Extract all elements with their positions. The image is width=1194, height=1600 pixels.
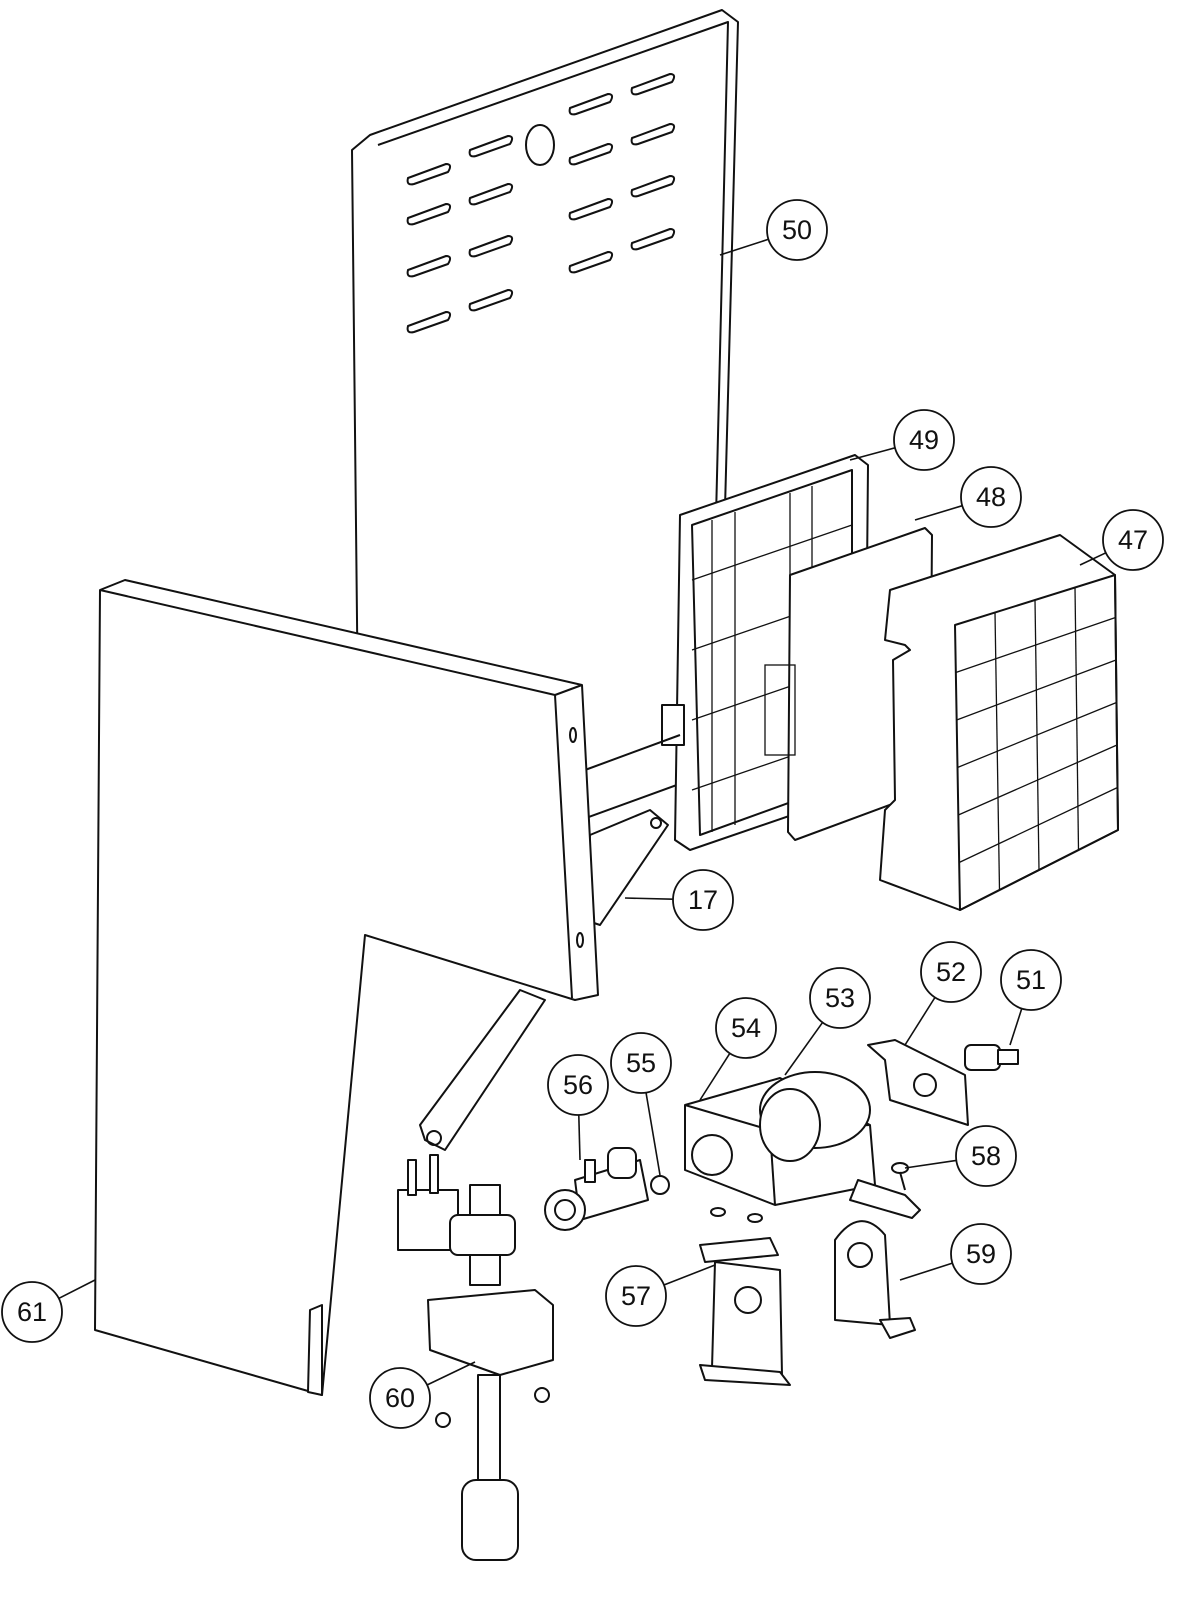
leader-line: [426, 1361, 476, 1386]
callout-17: 17: [624, 869, 734, 931]
callout-circle: [920, 941, 982, 1003]
leader-line: [663, 1264, 716, 1286]
callout-number: 47: [1118, 525, 1148, 555]
callout-57: 57: [605, 1264, 716, 1327]
part-60-valve: [397, 1154, 554, 1561]
callout-circle: [766, 199, 828, 261]
callout-59: 59: [899, 1223, 1012, 1285]
leader-line: [624, 897, 674, 901]
callout-51: 51: [1000, 949, 1062, 1046]
callout-number: 55: [626, 1048, 656, 1078]
callout-number: 58: [971, 1141, 1001, 1171]
part-59-bracket: [834, 1220, 916, 1339]
vent-slot: [630, 175, 676, 198]
callout-number: 60: [385, 1383, 415, 1413]
part-61-front-panel: [94, 579, 599, 1396]
callout-53: 53: [784, 967, 871, 1076]
leader-line: [914, 504, 963, 521]
callout-number: 50: [782, 215, 812, 245]
callout-number: 17: [688, 885, 718, 915]
vent-slot: [468, 235, 514, 258]
vent-slot: [568, 93, 614, 116]
leader-line: [1009, 1008, 1023, 1046]
callout-number: 54: [731, 1013, 761, 1043]
callout-48: 48: [914, 466, 1022, 528]
callout-circle: [960, 466, 1022, 528]
vent-slot: [630, 73, 676, 96]
part-55-o-ring: [650, 1175, 670, 1195]
leader-line: [578, 1114, 581, 1161]
part-51-terminal: [964, 1044, 1019, 1071]
part-52-bracket: [849, 1039, 969, 1219]
callout-number: 61: [17, 1297, 47, 1327]
callout-number: 53: [825, 983, 855, 1013]
part-54-solenoid-housing: [684, 1071, 876, 1206]
callout-54: 54: [699, 997, 777, 1101]
vent-slot: [406, 311, 452, 334]
leader-line: [58, 1279, 96, 1300]
callout-61: 61: [1, 1279, 96, 1343]
part-56-fitting: [544, 1147, 670, 1231]
leader-line: [719, 238, 769, 256]
callout-circle: [950, 1223, 1012, 1285]
callout-number: 57: [621, 1281, 651, 1311]
callout-number: 52: [936, 957, 966, 987]
callout-circle: [1000, 949, 1062, 1011]
callout-circle: [809, 967, 871, 1029]
leader-line: [1079, 552, 1107, 566]
vent-slot: [406, 203, 452, 226]
leader-line: [904, 996, 936, 1046]
part-17-arm: [419, 734, 681, 1151]
callout-circle: [1, 1281, 63, 1343]
callout-circle: [672, 869, 734, 931]
leader-line: [904, 1159, 957, 1169]
vent-slot: [468, 183, 514, 206]
callout-labels: 50 49 48 47 17 52 51 53 54 56 55 58 59 57 61 60: [1, 199, 1164, 1429]
vent-slot: [630, 123, 676, 146]
vent-slot: [406, 163, 452, 186]
vent-slot: [406, 255, 452, 278]
callout-circle: [955, 1125, 1017, 1187]
callout-circle: [610, 1032, 672, 1094]
callout-number: 51: [1016, 965, 1046, 995]
callout-circle: [893, 409, 955, 471]
vent-slot: [468, 135, 514, 158]
callout-circle: [547, 1054, 609, 1116]
part-57-bracket: [699, 1207, 791, 1386]
leader-line: [699, 1052, 731, 1101]
callout-58: 58: [904, 1125, 1017, 1187]
part-47-cover-box: [879, 534, 1119, 911]
leader-line: [645, 1092, 661, 1176]
callout-number: 49: [909, 425, 939, 455]
vent-slot: [630, 228, 676, 251]
callout-number: 56: [563, 1070, 593, 1100]
callout-56: 56: [547, 1054, 609, 1161]
leader-line: [849, 447, 896, 461]
callout-circle: [369, 1367, 431, 1429]
callout-number: 59: [966, 1239, 996, 1269]
vent-slot: [468, 289, 514, 312]
part-58-screw: [891, 1162, 909, 1191]
vent-slot: [568, 143, 614, 166]
callout-circle: [605, 1265, 667, 1327]
callout-number: 48: [976, 482, 1006, 512]
leader-line: [784, 1021, 824, 1076]
callout-60: 60: [369, 1361, 476, 1429]
leader-line: [899, 1262, 953, 1281]
callout-47: 47: [1079, 509, 1164, 571]
callout-50: 50: [719, 199, 828, 261]
callout-49: 49: [849, 409, 955, 471]
callout-circle: [715, 997, 777, 1059]
vent-slot: [568, 198, 614, 221]
callout-55: 55: [610, 1032, 672, 1176]
callout-52: 52: [904, 941, 982, 1046]
vent-slot: [568, 251, 614, 274]
callout-circle: [1102, 509, 1164, 571]
